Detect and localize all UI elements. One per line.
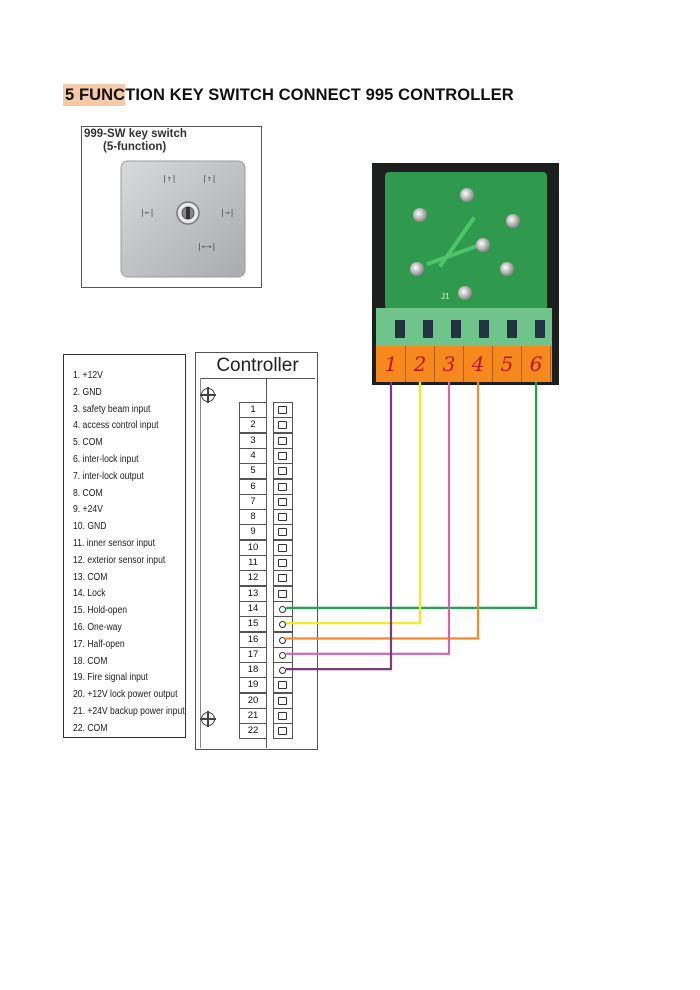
terminal-number: 10 — [239, 539, 267, 556]
legend-item: 15. Hold-open — [73, 605, 128, 617]
legend-item: 19. Fire signal input — [73, 672, 149, 684]
wire-4-to-16 — [286, 382, 480, 640]
terminal-number: 22 — [239, 723, 267, 740]
mount-hole-icon — [200, 711, 216, 727]
terminal-number: 1 — [239, 402, 267, 418]
legend-item: 5. COM — [73, 437, 103, 449]
terminal-connector-body — [376, 308, 552, 348]
key-terminal-label: 1 — [377, 346, 406, 382]
controller-divider — [200, 378, 201, 748]
legend-item: 12. exterior sensor input — [73, 554, 166, 566]
wire-3-to-17 — [286, 382, 451, 655]
legend-item: 13. COM — [73, 571, 108, 583]
key-switch-panel: |↑| |↑| |←| |→| |←→| — [81, 126, 262, 288]
terminal-screw — [273, 723, 293, 740]
key-terminal-label: 4 — [464, 346, 493, 382]
legend-item: 9. +24V — [73, 504, 103, 516]
page-title: 5 FUNCTION KEY SWITCH CONNECT 995 CONTRO… — [63, 84, 514, 106]
title-rest: TION KEY SWITCH CONNECT 995 CONTROLLER — [125, 86, 514, 104]
legend-item: 22. COM — [73, 722, 108, 734]
legend-item: 4. access control input — [73, 420, 159, 432]
key-switch-caption: 999-SW key switch — [84, 128, 187, 140]
svg-text:|←→|: |←→| — [197, 242, 216, 251]
key-switch-subcaption: (5-function) — [103, 141, 167, 153]
terminal-legend-list: 1. +12V 2. GND 3. safety beam input 4. acce… — [73, 368, 203, 738]
legend-item: 17. Half-open — [73, 638, 125, 650]
pcb-pin — [460, 188, 474, 202]
svg-text:|↑|: |↑| — [202, 174, 216, 183]
legend-item: 3. safety beam input — [73, 403, 151, 415]
key-switch-plate-icon: |↑| |↑| |←| |→| |←→| — [120, 160, 246, 278]
pcb-pin — [410, 262, 424, 276]
terminal-screw — [273, 646, 293, 663]
key-terminal-label: 2 — [406, 346, 435, 382]
terminal-legend-box — [63, 354, 186, 738]
wire-1-to-18 — [286, 382, 393, 671]
legend-item: 1. +12V — [73, 370, 103, 381]
pcb-pin — [413, 208, 427, 222]
title-highlight: 5 FUNC — [63, 84, 126, 106]
svg-text:|→|: |→| — [220, 208, 234, 217]
legend-item: 20. +12V lock power output — [73, 689, 178, 701]
legend-item: 14. Lock — [73, 588, 106, 600]
controller-title: Controller — [200, 353, 315, 379]
legend-item: 16. One-way — [73, 621, 122, 633]
legend-item: 18. COM — [73, 655, 108, 667]
svg-text:|←|: |←| — [140, 208, 154, 217]
key-terminal-label: 5 — [493, 346, 522, 382]
pcb-pin — [476, 238, 490, 252]
legend-item: 2. GND — [73, 386, 102, 398]
legend-item: 21. +24V backup power input — [73, 705, 185, 717]
wire-2-to-15 — [286, 382, 422, 625]
terminal-number: 6 — [239, 478, 267, 495]
wire-6-to-14 — [286, 382, 538, 610]
terminal-screw — [273, 555, 293, 571]
legend-item: 11. inner sensor input — [73, 537, 156, 549]
legend-item: 7. inter-lock output — [73, 470, 144, 482]
terminal-screw — [273, 692, 293, 709]
mount-hole-icon — [200, 387, 216, 403]
pcb-pin — [506, 214, 520, 228]
key-terminal-label: 6 — [522, 346, 551, 382]
pcb-pin — [500, 262, 514, 276]
svg-text:|↑|: |↑| — [162, 174, 176, 183]
key-terminal-label: 3 — [435, 346, 464, 382]
pcb-pin — [458, 286, 472, 300]
legend-item: 8. COM — [73, 487, 103, 499]
terminal-screw — [273, 432, 293, 449]
pcb-label: J1 — [441, 292, 450, 301]
legend-item: 6. inter-lock input — [73, 453, 139, 465]
legend-item: 10. GND — [73, 521, 107, 533]
